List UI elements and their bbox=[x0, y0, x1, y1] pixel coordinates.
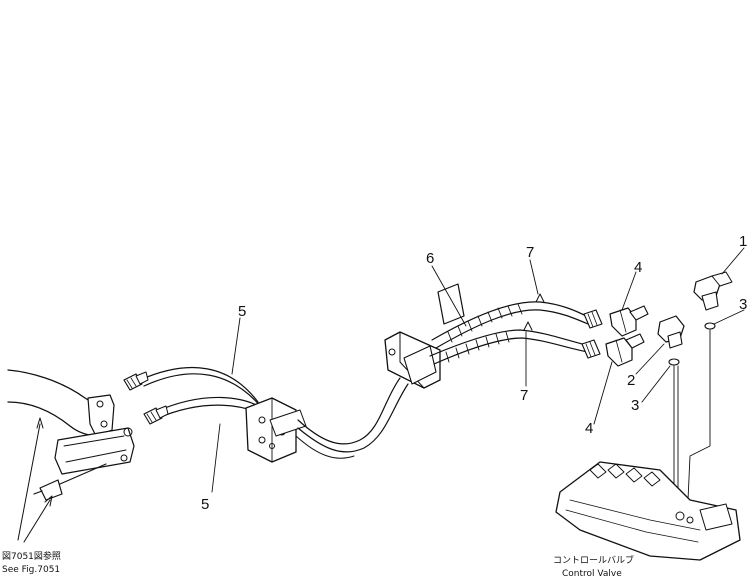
mounting-block bbox=[245, 397, 307, 463]
callout-4-upper: 4 bbox=[634, 259, 642, 276]
hose-fitting-upper bbox=[123, 371, 149, 391]
elbow-fitting-4-upper bbox=[609, 305, 649, 337]
o-ring-3-upper bbox=[704, 322, 716, 330]
hose-s-curve bbox=[295, 377, 409, 459]
see-fig-caption-en: See Fig.7051 bbox=[2, 565, 60, 575]
see-fig-leaders bbox=[17, 417, 53, 543]
callout-5-upper: 5 bbox=[238, 303, 246, 320]
callout-7-upper: 7 bbox=[526, 244, 534, 261]
left-cylinder-assembly bbox=[7, 369, 135, 501]
control-valve bbox=[555, 461, 741, 561]
callout-5-lower: 5 bbox=[201, 496, 209, 513]
assembly-guide-lines bbox=[673, 329, 711, 511]
callout-2: 2 bbox=[627, 372, 635, 389]
hose-7-fitting-upper bbox=[583, 309, 603, 329]
hose-5-pair bbox=[123, 367, 269, 425]
callout-6: 6 bbox=[426, 250, 434, 267]
control-valve-caption-jp: コントロールバルブ bbox=[553, 554, 634, 566]
elbow-fitting-4-lower bbox=[605, 333, 645, 367]
o-ring-3-lower bbox=[668, 358, 680, 366]
callout-3-lower: 3 bbox=[631, 397, 639, 414]
elbow-fitting-1 bbox=[693, 271, 733, 311]
callout-leaders bbox=[211, 247, 745, 493]
hose-7-pair bbox=[429, 293, 603, 365]
control-valve-caption-en: Control Valve bbox=[562, 569, 622, 578]
callout-4-lower: 4 bbox=[585, 420, 593, 437]
hose-fitting-lower bbox=[143, 405, 169, 425]
clamp-bracket bbox=[384, 283, 465, 389]
callout-7-lower: 7 bbox=[520, 387, 528, 404]
callout-1: 1 bbox=[739, 233, 747, 250]
elbow-fitting-2 bbox=[657, 315, 685, 349]
callout-3-upper: 3 bbox=[739, 296, 747, 313]
see-fig-caption-jp: 図7051図参照 bbox=[2, 550, 61, 562]
hose-7-fitting-lower bbox=[581, 339, 601, 359]
